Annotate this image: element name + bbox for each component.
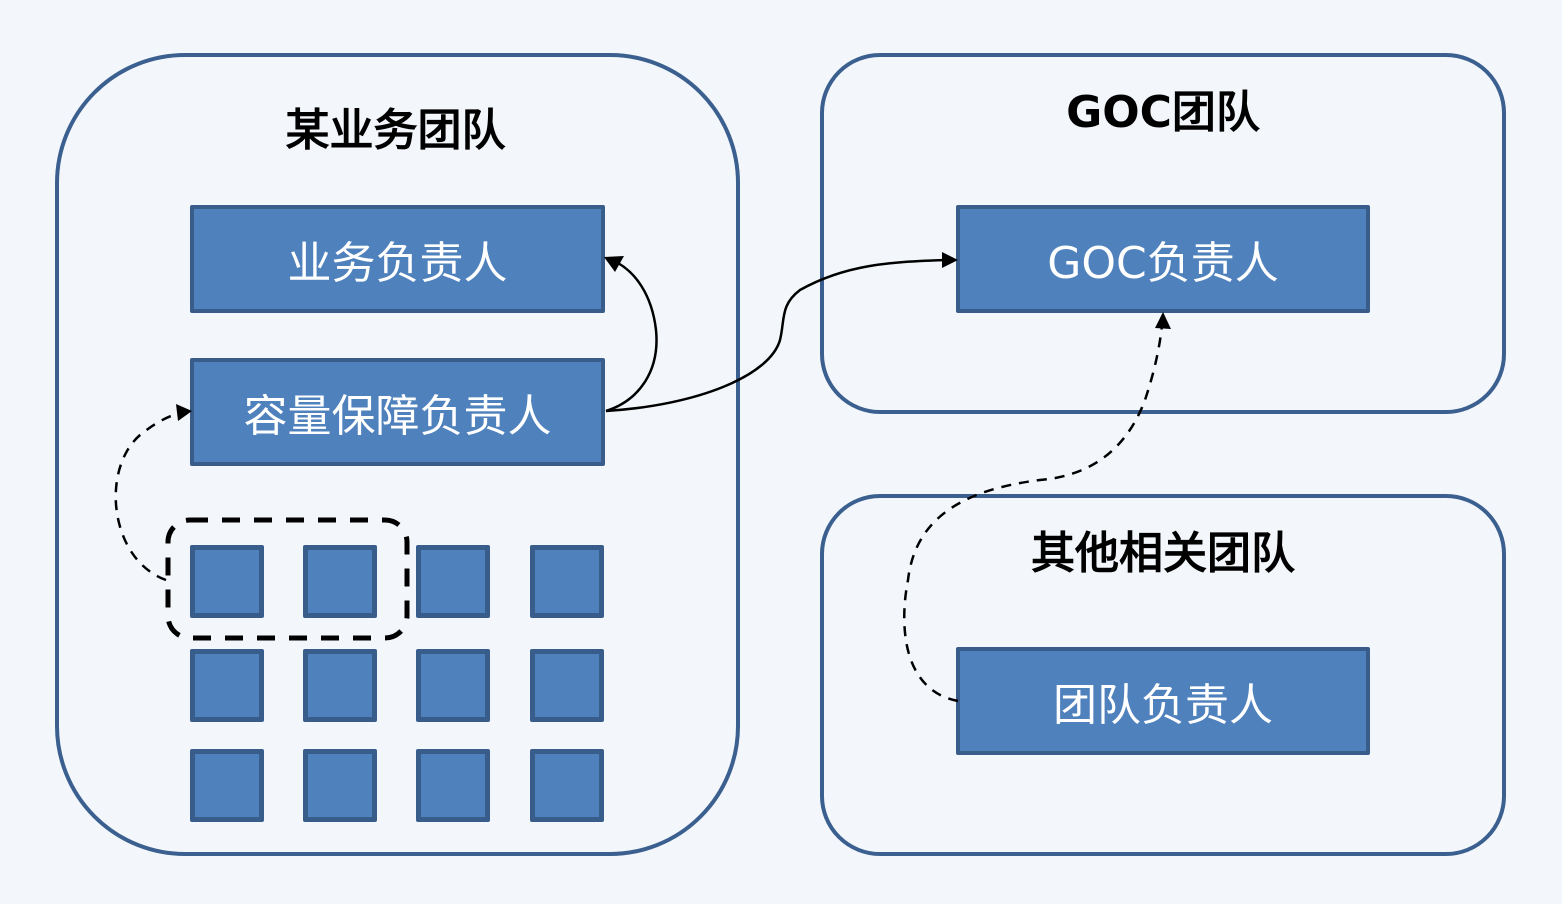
team-member[interactable] (303, 649, 377, 722)
team-member[interactable] (303, 545, 377, 618)
capacity-owner-label: 容量保障负责人 (243, 391, 552, 442)
edge-group-to-capacity[interactable] (114, 411, 181, 582)
edge-teamowner-to-goc[interactable] (903, 324, 1164, 703)
other-team-title: 其他相关团队 (1031, 528, 1295, 579)
team-member[interactable] (190, 649, 264, 722)
team-owner-label: 团队负责人 (1053, 680, 1273, 731)
team-member[interactable] (190, 545, 264, 618)
business-owner-label: 业务负责人 (287, 238, 508, 289)
team-member[interactable] (190, 749, 264, 822)
goc-owner-node[interactable]: GOC负责人 (956, 205, 1370, 313)
edge-capacity-to-business[interactable] (605, 258, 658, 413)
team-member[interactable] (416, 649, 490, 722)
team-owner-node[interactable]: 团队负责人 (956, 647, 1370, 755)
team-member[interactable] (530, 749, 604, 822)
business-owner-node[interactable]: 业务负责人 (190, 205, 605, 313)
edge-capacity-to-goc[interactable] (605, 258, 946, 413)
goc-team-title: GOC团队 (1066, 87, 1260, 138)
business-team-title: 某业务团队 (285, 105, 506, 156)
team-member[interactable] (303, 749, 377, 822)
team-member[interactable] (416, 749, 490, 822)
capacity-owner-node[interactable]: 容量保障负责人 (190, 358, 605, 466)
team-member[interactable] (530, 545, 604, 618)
team-member[interactable] (416, 545, 490, 618)
team-member[interactable] (530, 649, 604, 722)
goc-owner-label: GOC负责人 (1047, 238, 1279, 289)
